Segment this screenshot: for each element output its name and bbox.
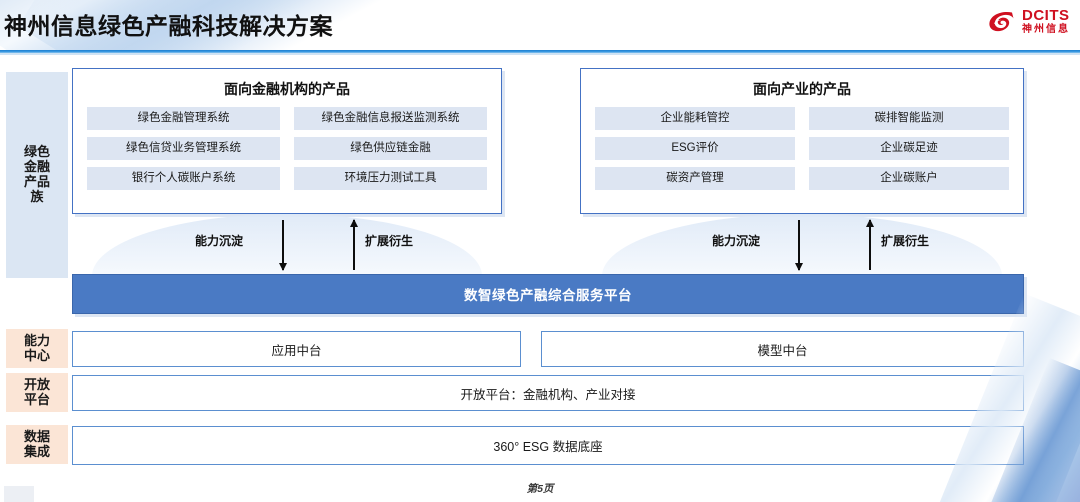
product-chip[interactable]: ESG评价: [595, 137, 795, 160]
rail-label-data-integration: 数据集成: [23, 428, 50, 459]
rail-label-ability-center: 能力中心: [23, 332, 50, 363]
open-platform-box[interactable]: 开放平台：金融机构、产业对接: [72, 375, 1024, 411]
middleware-box-model[interactable]: 模型中台: [541, 331, 1024, 367]
product-chip[interactable]: 绿色金融管理系统: [87, 107, 280, 130]
rail-label-green-finance: 绿色金融产品族: [23, 144, 50, 204]
rail-group-data-integration: 数据集成: [6, 425, 68, 464]
product-chip[interactable]: 绿色供应链金融: [294, 137, 487, 160]
panel-title-industry: 面向产业的产品: [753, 81, 851, 97]
platform-bar-integrated-service[interactable]: 数智绿色产融综合服务平台: [72, 274, 1024, 314]
panel-chip-grid-financial: 绿色金融管理系统 绿色金融信息报送监测系统 绿色信贷业务管理系统 绿色供应链金融…: [73, 107, 501, 190]
product-chip[interactable]: 企业碳足迹: [809, 137, 1009, 160]
flow-label-capability-precipitation-right: 能力沉淀: [712, 234, 761, 248]
rail-label-open-platform: 开放平台: [23, 376, 50, 407]
product-chip[interactable]: 碳排智能监测: [809, 107, 1009, 130]
logo-text-cn: 神州信息: [1022, 24, 1070, 35]
platform-bar-label: 数智绿色产融综合服务平台: [464, 288, 632, 303]
logo-wordmark: DCITS 神州信息: [1022, 8, 1070, 35]
product-chip[interactable]: 企业碳账户: [809, 167, 1009, 190]
rail-group-open-platform: 开放平台: [6, 373, 68, 412]
panel-chip-grid-industry: 企业能耗管控 碳排智能监测 ESG评价 企业碳足迹 碳资产管理 企业碳账户: [581, 107, 1023, 190]
rail-group-green-finance: 绿色金融产品族: [6, 72, 68, 278]
bottom-left-tab-decoration: [4, 486, 34, 502]
logo-text-en: DCITS: [1022, 7, 1070, 24]
open-platform-label: 开放平台：金融机构、产业对接: [460, 387, 636, 402]
middleware-label-model: 模型中台: [757, 343, 808, 358]
header-divider: [0, 50, 1080, 53]
flow-label-expansion-derivation-right: 扩展衍生: [881, 234, 930, 248]
middleware-box-application[interactable]: 应用中台: [72, 331, 521, 367]
header-divider-soft: [0, 53, 1080, 55]
data-base-label: 360° ESG 数据底座: [493, 440, 603, 454]
product-chip[interactable]: 碳资产管理: [595, 167, 795, 190]
rail-group-ability-center: 能力中心: [6, 329, 68, 368]
arrow-up-icon-left: [348, 219, 359, 270]
flow-label-capability-precipitation-left: 能力沉淀: [195, 234, 244, 248]
flow-label-expansion-derivation-left: 扩展衍生: [365, 234, 414, 248]
product-chip[interactable]: 银行个人碳账户系统: [87, 167, 280, 190]
page-title: 神州信息绿色产融科技解决方案: [4, 13, 333, 39]
panel-title-financial: 面向金融机构的产品: [224, 81, 350, 97]
dcits-swirl-logo-icon: [989, 11, 1014, 32]
data-base-box[interactable]: 360° ESG 数据底座: [72, 426, 1024, 465]
arrow-up-icon-right: [864, 219, 875, 270]
dcits-logo: DCITS 神州信息: [987, 8, 1070, 35]
page-number: 第5页: [526, 483, 554, 495]
arrow-down-icon-right: [793, 220, 804, 271]
product-panel-industry: 面向产业的产品 企业能耗管控 碳排智能监测 ESG评价 企业碳足迹 碳资产管理 …: [580, 68, 1024, 214]
middleware-label-application: 应用中台: [271, 343, 322, 358]
product-chip[interactable]: 环境压力测试工具: [294, 167, 487, 190]
arrow-down-icon-left: [277, 220, 288, 271]
product-chip[interactable]: 绿色金融信息报送监测系统: [294, 107, 487, 130]
product-panel-financial-institutions: 面向金融机构的产品 绿色金融管理系统 绿色金融信息报送监测系统 绿色信贷业务管理…: [72, 68, 502, 214]
product-chip[interactable]: 企业能耗管控: [595, 107, 795, 130]
product-chip[interactable]: 绿色信贷业务管理系统: [87, 137, 280, 160]
slide-header: 神州信息绿色产融科技解决方案: [0, 0, 1080, 53]
